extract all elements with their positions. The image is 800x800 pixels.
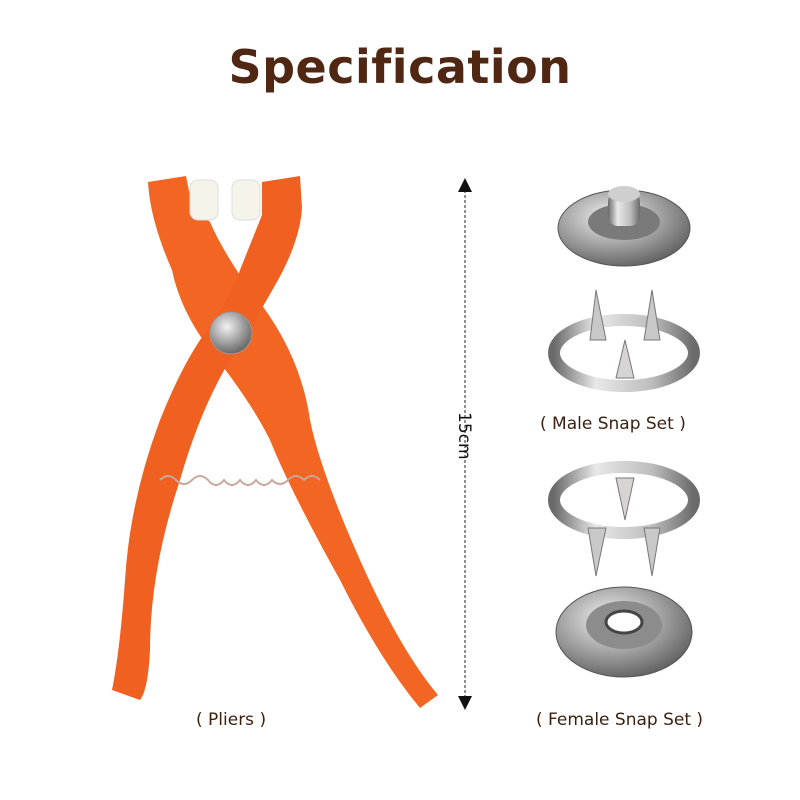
dimension-label: 15cm [454, 412, 474, 460]
male-snap-caption: ( Male Snap Set ) [540, 414, 686, 434]
female-snap-caption: ( Female Snap Set ) [536, 710, 704, 730]
female-snap-image [548, 461, 700, 678]
page-title: Specification [228, 40, 572, 94]
male-snap-image [548, 186, 700, 392]
pliers-image [112, 176, 438, 708]
dimension-arrow [458, 178, 472, 710]
pliers-caption: ( Pliers ) [196, 710, 267, 730]
